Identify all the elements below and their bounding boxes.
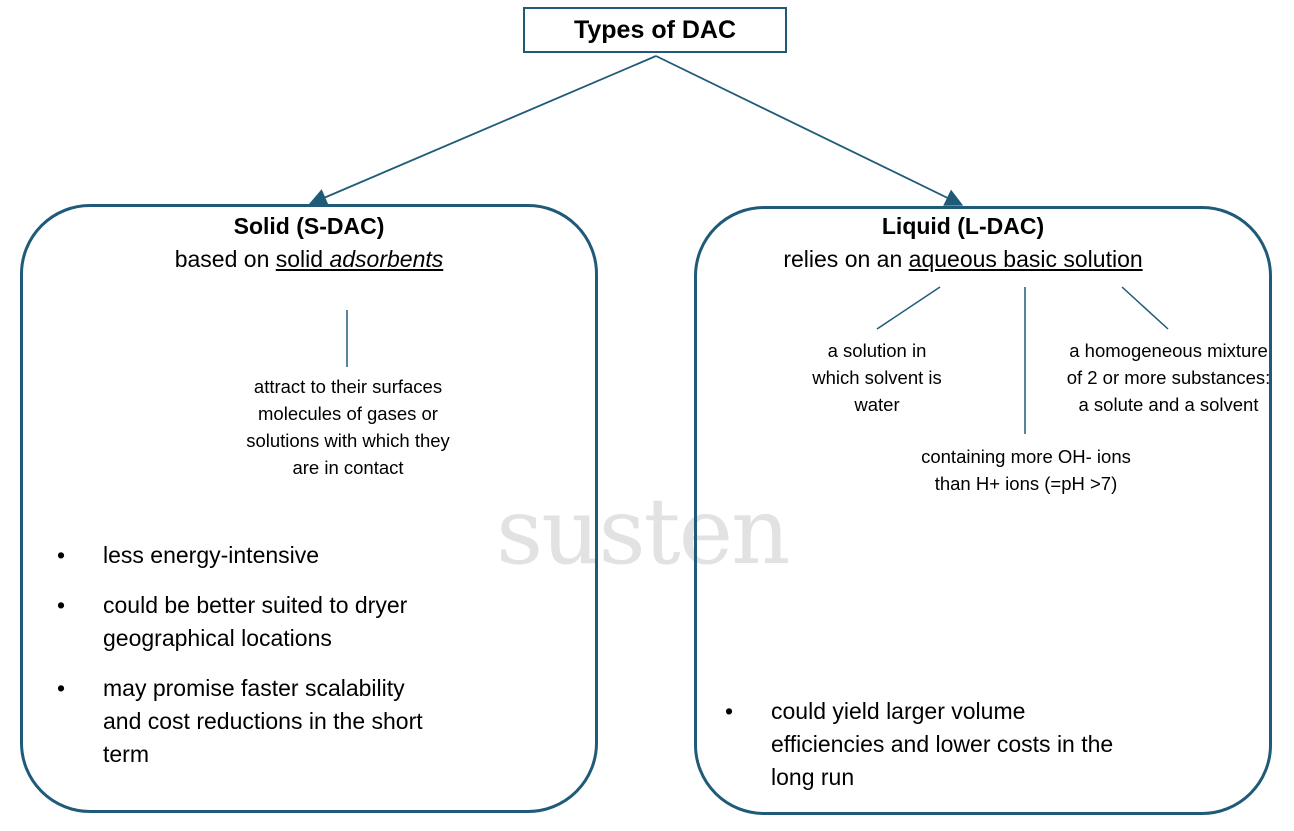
liquid-bullet-1-text: could yield larger volume efficiencies a… xyxy=(771,698,1114,790)
solid-panel xyxy=(20,204,598,813)
liquid-bullet-1: • could yield larger volume efficiencies… xyxy=(725,695,1145,794)
arrow-to-liquid xyxy=(655,55,964,206)
solid-bullet-2: • could be better suited to dryer geogra… xyxy=(57,589,423,655)
solid-subtitle-prefix: based on xyxy=(174,246,276,272)
liquid-left-connector xyxy=(876,286,941,330)
liquid-subtitle-prefix: relies on an xyxy=(783,246,909,272)
solid-subtitle-solid: solid xyxy=(275,246,324,272)
solid-subtitle: based on solid adsorbents xyxy=(20,246,598,273)
solid-bullet-2-text: could be better suited to dryer geograph… xyxy=(103,592,408,651)
liquid-panel xyxy=(694,206,1272,815)
solid-subtitle-adsorbents: adsorbents xyxy=(329,246,444,272)
liquid-note-left: a solution in which solvent is water xyxy=(812,340,942,415)
root-title: Types of DAC xyxy=(573,15,737,44)
solid-title: Solid (S-DAC) xyxy=(233,213,385,239)
liquid-note-right: a homogeneous mixture of 2 or more subst… xyxy=(1066,340,1271,415)
bullet-dot: • xyxy=(57,675,66,701)
solid-bullet-1-text: less energy-intensive xyxy=(103,542,320,568)
solid-bullet-3-text: may promise faster scalability and cost … xyxy=(103,675,423,767)
solid-bullet-3: • may promise faster scalability and cos… xyxy=(57,672,437,771)
arrow-to-solid xyxy=(308,55,657,206)
liquid-bullet-list: • could yield larger volume efficiencies… xyxy=(725,695,1145,811)
bullet-dot: • xyxy=(725,698,734,724)
liquid-subtitle-solution: aqueous basic solution xyxy=(908,246,1143,272)
liquid-subtitle: relies on an aqueous basic solution xyxy=(674,246,1252,273)
solid-note: attract to their surfaces molecules of g… xyxy=(246,376,450,478)
solid-bullet-1: • less energy-intensive xyxy=(57,539,437,572)
liquid-title: Liquid (L-DAC) xyxy=(881,213,1045,239)
solid-bullet-list: • less energy-intensive • could be bette… xyxy=(57,539,437,788)
watermark: susten xyxy=(496,478,790,585)
bullet-dot: • xyxy=(57,542,66,568)
bullet-dot: • xyxy=(57,592,66,618)
liquid-right-connector xyxy=(1121,286,1169,330)
liquid-note-middle: containing more OH- ions than H+ ions (=… xyxy=(921,446,1131,494)
root-node: Types of DAC xyxy=(523,7,787,53)
